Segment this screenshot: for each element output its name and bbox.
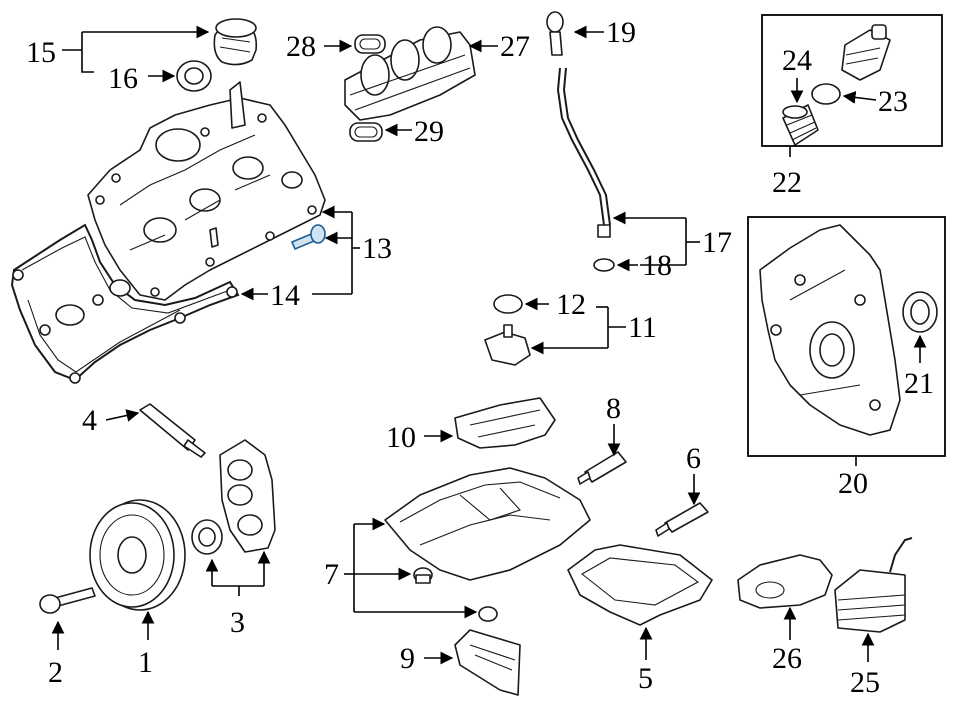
timing-cover[interactable] bbox=[759, 224, 901, 436]
front-crank-seal[interactable] bbox=[902, 291, 938, 333]
callout-3: 3 bbox=[230, 606, 245, 639]
callout-5: 5 bbox=[638, 662, 653, 695]
callout-9: 9 bbox=[400, 642, 415, 675]
valve-cover-bolt[interactable] bbox=[290, 224, 326, 251]
callout-23: 23 bbox=[878, 85, 908, 118]
callout-4: 4 bbox=[82, 404, 97, 437]
cover-plate[interactable] bbox=[219, 439, 276, 553]
cap-seal[interactable] bbox=[176, 60, 212, 92]
callout-22: 22 bbox=[772, 166, 802, 199]
callout-12: 12 bbox=[556, 288, 586, 321]
callout-15: 15 bbox=[26, 36, 56, 69]
lower-oil-pan[interactable] bbox=[567, 544, 713, 626]
oil-cooler[interactable] bbox=[834, 537, 913, 633]
intake-gasket-lower[interactable] bbox=[349, 122, 383, 142]
callout-2: 2 bbox=[48, 656, 63, 689]
sealant-tube-6[interactable] bbox=[655, 502, 709, 537]
callout-19: 19 bbox=[606, 16, 636, 49]
callout-24: 24 bbox=[782, 44, 812, 77]
pan-bracket[interactable] bbox=[454, 629, 521, 696]
callout-25: 25 bbox=[850, 666, 880, 699]
timing-cover-group-box bbox=[747, 216, 946, 457]
callout-6: 6 bbox=[686, 442, 701, 475]
callout-18: 18 bbox=[642, 249, 672, 282]
callout-11: 11 bbox=[628, 311, 657, 344]
oil-filler-cap[interactable] bbox=[213, 18, 258, 66]
callout-13: 13 bbox=[362, 232, 392, 265]
callout-29: 29 bbox=[414, 115, 444, 148]
callout-17: 17 bbox=[702, 226, 732, 259]
callout-8: 8 bbox=[606, 392, 621, 425]
dipstick-tube[interactable] bbox=[556, 67, 611, 238]
callout-1: 1 bbox=[138, 646, 153, 679]
callout-26: 26 bbox=[772, 642, 802, 675]
oil-filter-element[interactable] bbox=[782, 104, 819, 146]
oil-filter-cap[interactable] bbox=[841, 24, 891, 81]
callout-28: 28 bbox=[286, 30, 316, 63]
oil-level-sensor-oring[interactable] bbox=[493, 294, 523, 314]
oil-cooler-cover[interactable] bbox=[737, 554, 833, 609]
oil-filter-group-box bbox=[761, 14, 943, 147]
callout-21: 21 bbox=[904, 367, 934, 400]
crankshaft-pulley[interactable] bbox=[89, 499, 186, 611]
drain-plug-7[interactable] bbox=[413, 567, 433, 584]
upper-oil-pan[interactable] bbox=[384, 467, 591, 581]
callout-labels: 15 16 28 27 29 19 24 23 22 13 14 17 18 1… bbox=[26, 16, 934, 699]
leader-lines bbox=[51, 25, 927, 665]
cover-seal[interactable] bbox=[191, 519, 223, 555]
callout-20: 20 bbox=[838, 467, 868, 500]
oil-level-sensor[interactable] bbox=[484, 324, 531, 366]
callout-14: 14 bbox=[270, 279, 300, 312]
valve-cover[interactable] bbox=[87, 81, 326, 301]
intake-cover[interactable] bbox=[344, 26, 476, 121]
callout-7: 7 bbox=[324, 558, 339, 591]
pulley-bolt[interactable] bbox=[39, 587, 96, 614]
callout-27: 27 bbox=[500, 30, 530, 63]
oil-baffle[interactable] bbox=[454, 397, 556, 449]
oil-dipstick[interactable] bbox=[546, 11, 564, 56]
plug-cap-7[interactable] bbox=[478, 606, 498, 622]
callout-16: 16 bbox=[108, 62, 138, 95]
dipstick-oring[interactable] bbox=[593, 258, 615, 272]
sealant-tube-4[interactable] bbox=[139, 403, 206, 458]
valve-cover-gasket[interactable] bbox=[10, 223, 240, 384]
intake-gasket-upper[interactable] bbox=[354, 34, 386, 54]
callout-10: 10 bbox=[386, 421, 416, 454]
filter-cap-oring[interactable] bbox=[811, 83, 841, 105]
sealant-tube-8[interactable] bbox=[577, 451, 627, 485]
